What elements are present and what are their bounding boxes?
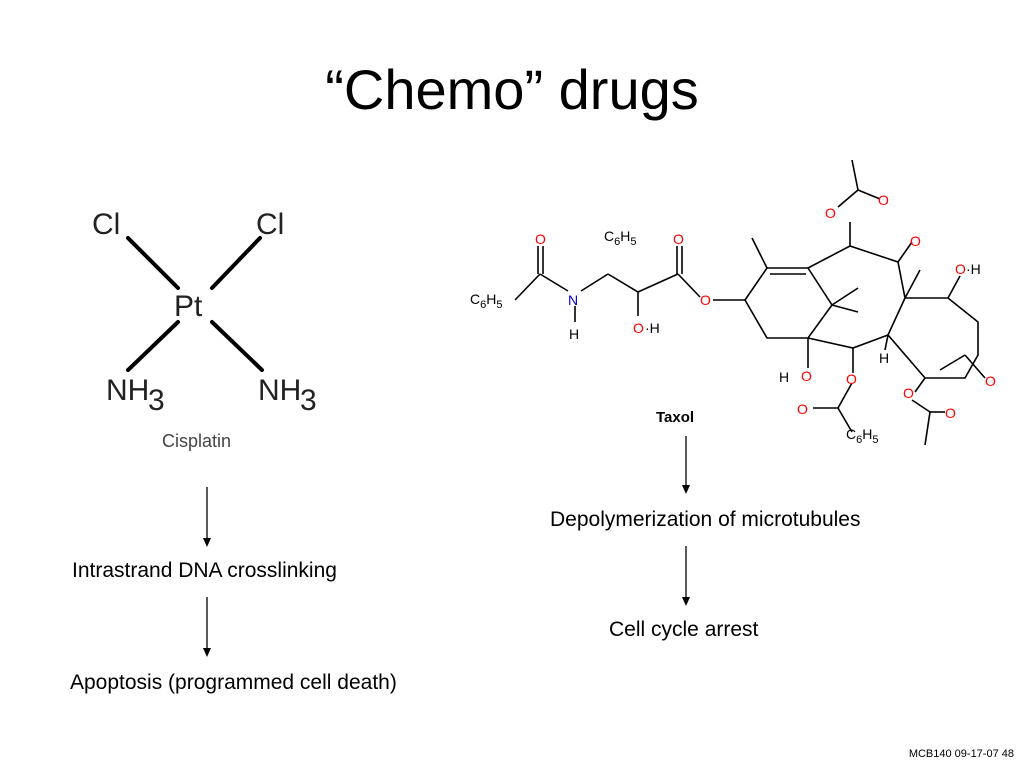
svg-text:O: O	[801, 368, 812, 384]
svg-text:O: O	[797, 401, 808, 417]
cisplatin-bond-nh-left	[126, 320, 180, 372]
svg-text:O: O	[673, 231, 684, 247]
svg-text:O: O	[535, 231, 546, 247]
arrowhead-cisplatin-1	[203, 538, 211, 547]
svg-text:N: N	[568, 292, 578, 308]
svg-text:O: O	[633, 320, 644, 336]
svg-text:C6H5: C6H5	[604, 228, 637, 248]
cisplatin-atom-pt: Pt	[174, 290, 203, 323]
svg-text:C6H5: C6H5	[846, 426, 879, 446]
taxol-label: Taxol	[656, 409, 694, 426]
cisplatin-atom-cl-right: Cl	[256, 208, 284, 241]
svg-text:O: O	[903, 385, 914, 401]
arrowhead-taxol-2	[682, 597, 690, 606]
slide-title: “Chemo” drugs	[325, 58, 699, 121]
svg-text:·H: ·H	[645, 320, 660, 336]
cisplatin-bond-nh-right	[210, 320, 264, 372]
svg-text:·H: ·H	[966, 261, 981, 277]
svg-text:O: O	[825, 205, 836, 221]
cisplatin-bond-cl-right	[210, 236, 262, 290]
svg-text:O: O	[945, 405, 956, 421]
taxol-step-2: Cell cycle arrest	[609, 618, 759, 641]
cisplatin-step-2: Apoptosis (programmed cell death)	[70, 671, 397, 694]
cisplatin-step-1: Intrastrand DNA crosslinking	[72, 559, 337, 582]
svg-text:O: O	[846, 371, 857, 387]
cisplatin-atom-nh-left: NH	[106, 374, 149, 407]
arrowhead-taxol-1	[682, 485, 690, 494]
cisplatin-atom-nh-right-sub: 3	[300, 384, 317, 417]
slide-footer: MCB140 09-17-07 48	[908, 748, 1014, 760]
svg-text:O: O	[910, 233, 921, 249]
svg-text:H: H	[779, 369, 789, 385]
svg-text:H: H	[569, 326, 579, 342]
arrowhead-cisplatin-2	[203, 648, 211, 657]
cisplatin-atom-cl-left: Cl	[92, 208, 120, 241]
svg-text:O: O	[700, 292, 711, 308]
svg-text:O: O	[985, 373, 996, 389]
cisplatin-label: Cisplatin	[162, 431, 231, 451]
taxol-step-1: Depolymerization of microtubules	[550, 508, 861, 531]
svg-text:O: O	[955, 261, 966, 277]
cisplatin-atom-nh-left-sub: 3	[148, 384, 165, 417]
svg-text:C6H5: C6H5	[470, 291, 503, 311]
svg-text:H: H	[879, 350, 889, 366]
cisplatin-atom-nh-right: NH	[258, 374, 301, 407]
cisplatin-bond-cl-left	[126, 236, 180, 290]
svg-text:O: O	[878, 192, 889, 208]
